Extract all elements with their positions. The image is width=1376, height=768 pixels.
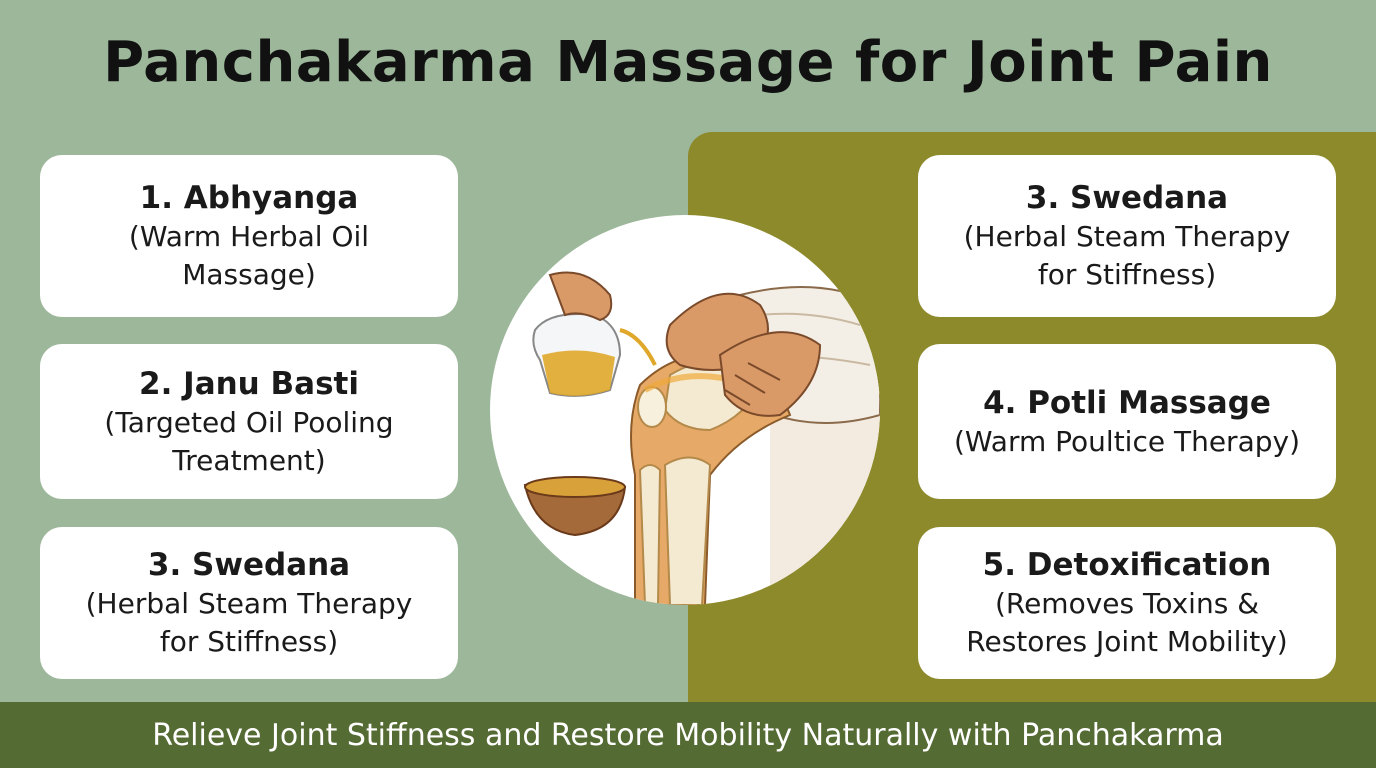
card-heading: 5. Detoxification (982, 547, 1272, 583)
card-description-line: Treatment) (172, 443, 326, 477)
card-potli-massage: 4. Potli Massage (Warm Poultice Therapy) (918, 344, 1336, 499)
knee-massage-illustration (490, 215, 880, 605)
card-heading: 1. Abhyanga (139, 180, 359, 216)
card-detoxification: 5. Detoxification (Removes Toxins & Rest… (918, 527, 1336, 679)
card-description-line: (Removes Toxins & (994, 587, 1260, 620)
card-description-line: (Herbal Steam Therapy (963, 220, 1291, 253)
card-description-line: (Targeted Oil Pooling (104, 405, 394, 439)
knee-illustration-icon (523, 271, 880, 605)
card-description-line: for Stiffness) (159, 625, 339, 658)
card-heading: 2. Janu Basti (139, 365, 359, 402)
page-title: Panchakarma Massage for Joint Pain (103, 30, 1273, 95)
card-description-line: (Warm Poultice Therapy) (953, 424, 1300, 458)
card-description-line: Massage) (182, 258, 316, 291)
card-heading: 3. Swedana (1025, 180, 1229, 216)
card-heading: 3. Swedana (147, 547, 351, 583)
card-janu-basti: 2. Janu Basti (Targeted Oil Pooling Trea… (40, 344, 458, 499)
footer-tagline: Relieve Joint Stiffness and Restore Mobi… (152, 717, 1224, 753)
footer-banner: Relieve Joint Stiffness and Restore Mobi… (0, 702, 1376, 768)
card-heading: 4. Potli Massage (983, 384, 1271, 421)
card-swedana-left: 3. Swedana (Herbal Steam Therapy for Sti… (40, 527, 458, 679)
card-description-line: (Herbal Steam Therapy (85, 587, 413, 620)
card-abhyanga: 1. Abhyanga (Warm Herbal Oil Massage) (40, 155, 458, 317)
card-description-line: (Warm Herbal Oil (128, 220, 370, 253)
card-swedana-right: 3. Swedana (Herbal Steam Therapy for Sti… (918, 155, 1336, 317)
card-description-line: for Stiffness) (1037, 258, 1217, 291)
card-description-line: Restores Joint Mobility) (966, 625, 1288, 658)
